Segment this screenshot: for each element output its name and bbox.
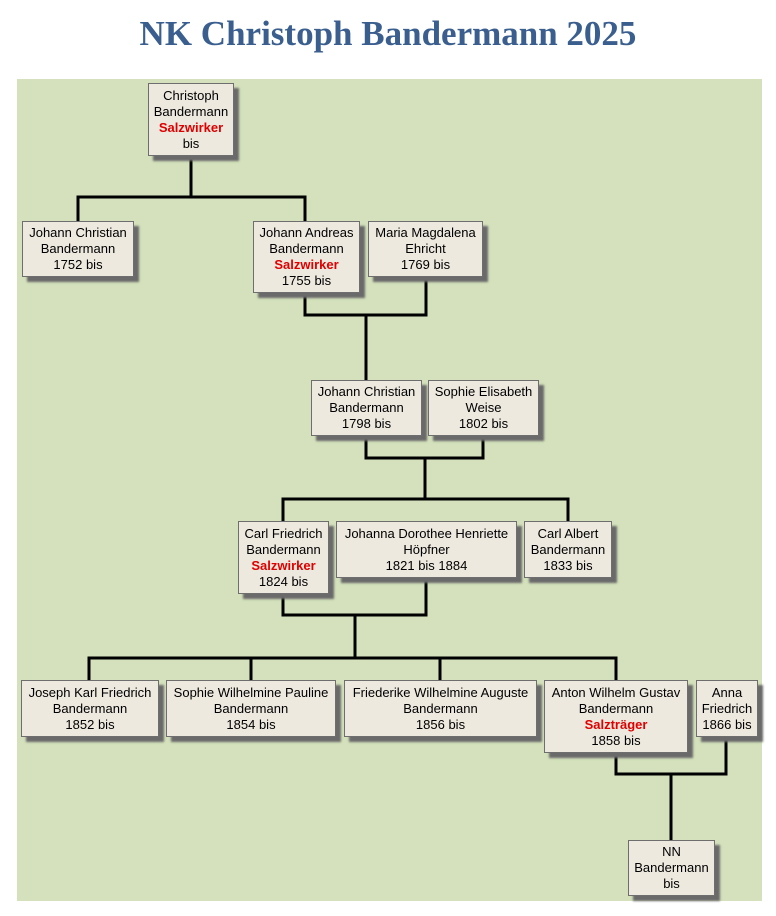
person-card-carl-albert[interactable]: Carl Albert Bandermann 1833 bis (524, 521, 612, 578)
person-card-friederike-wilhelmine-auguste[interactable]: Friederike Wilhelmine Auguste Bandermann… (344, 680, 537, 737)
connector-couple4 (614, 737, 728, 840)
person-name: Johann Christian (29, 225, 127, 240)
person-name: Christoph (163, 87, 219, 103)
person-name: Anna (711, 684, 743, 700)
person-surname: Bandermann (213, 700, 289, 716)
person-card-christoph-bandermann[interactable]: Christoph Bandermann Salzwirker bis (148, 83, 234, 156)
person-dates: 1798 bis (341, 416, 392, 431)
person-surname: Bandermann (403, 700, 478, 716)
person-dates: 1856 bis (415, 716, 466, 732)
person-name: Sophie Wilhelmine Pauline (173, 684, 329, 700)
person-dates: 1852 bis (65, 716, 115, 732)
person-surname: Bandermann (578, 700, 654, 716)
person-card-johann-christian-1752[interactable]: Johann Christian Bandermann 1752 bis (22, 221, 134, 277)
person-card-maria-magdalena[interactable]: Maria Magdalena Ehricht 1769 bis (368, 221, 483, 277)
person-surname: Bandermann (52, 700, 128, 716)
person-surname: Bandermann (329, 400, 404, 415)
person-occupation: Salzträger (584, 716, 648, 732)
person-card-johann-andreas[interactable]: Johann Andreas Bandermann Salzwirker 175… (253, 221, 360, 293)
connector-couple1 (303, 277, 428, 380)
connector-couple3 (87, 578, 618, 680)
person-name: Johann Andreas (259, 225, 354, 240)
page-title: NK Christoph Bandermann 2025 (139, 14, 637, 53)
person-name: Joseph Karl Friedrich (28, 684, 152, 700)
person-card-carl-friedrich[interactable]: Carl Friedrich Bandermann Salzwirker 182… (238, 521, 329, 594)
person-dates: 1824 bis (258, 573, 309, 589)
person-dates: 1802 bis (458, 416, 509, 431)
connector-gen1 (76, 156, 307, 221)
person-dates: 1858 bis (591, 732, 641, 748)
person-name: Friederike Wilhelmine Auguste (352, 684, 529, 700)
person-name: Maria Magdalena (375, 225, 476, 240)
person-dates: 1752 bis (53, 257, 103, 272)
person-surname: Bandermann (40, 241, 116, 256)
person-surname: Bandermann (269, 241, 344, 256)
person-dates: bis (663, 876, 680, 891)
person-occupation: Salzwirker (274, 257, 339, 272)
person-dates: 1833 bis (543, 557, 593, 573)
person-surname: Bandermann (634, 860, 709, 875)
person-card-nn-bandermann[interactable]: NN Bandermann bis (628, 840, 715, 896)
person-surname: Bandermann (530, 541, 606, 557)
person-card-sophie-wilhelmine-pauline[interactable]: Sophie Wilhelmine Pauline Bandermann 185… (166, 680, 336, 737)
person-surname: Bandermann (153, 103, 229, 119)
tree-panel (17, 79, 762, 901)
person-occupation: Salzwirker (158, 119, 224, 135)
person-name: Johann Christian (317, 384, 416, 399)
person-card-sophie-elisabeth[interactable]: Sophie Elisabeth Weise 1802 bis (428, 380, 539, 436)
person-card-anna-friedrich[interactable]: Anna Friedrich 1866 bis (696, 680, 758, 737)
person-name: NN (662, 844, 681, 859)
person-dates: bis (182, 135, 200, 151)
person-name: Johanna Dorothee Henriette (344, 525, 509, 541)
person-surname: Friedrich (701, 700, 753, 716)
person-card-joseph-karl-friedrich[interactable]: Joseph Karl Friedrich Bandermann 1852 bi… (21, 680, 159, 737)
person-card-anton-wilhelm-gustav[interactable]: Anton Wilhelm Gustav Bandermann Salzträg… (544, 680, 688, 753)
person-card-johann-christian-1798[interactable]: Johann Christian Bandermann 1798 bis (311, 380, 422, 436)
connector-couple2 (281, 436, 570, 521)
person-name: Sophie Elisabeth (434, 384, 533, 399)
person-surname: Höpfner (403, 541, 450, 557)
person-name: Carl Friedrich (244, 525, 323, 541)
person-name: Anton Wilhelm Gustav (551, 684, 681, 700)
person-surname: Weise (465, 400, 502, 415)
person-dates: 1821 bis 1884 (385, 557, 468, 573)
person-surname: Bandermann (246, 541, 321, 557)
person-dates: 1755 bis (281, 273, 332, 288)
person-occupation: Salzwirker (251, 557, 316, 573)
person-dates: 1769 bis (400, 257, 451, 272)
person-surname: Ehricht (405, 241, 446, 256)
person-dates: 1866 bis (702, 716, 752, 732)
person-name: Carl Albert (537, 525, 599, 541)
person-dates: 1854 bis (226, 716, 276, 732)
person-card-johanna-dorothee[interactable]: Johanna Dorothee Henriette Höpfner 1821 … (336, 521, 517, 578)
